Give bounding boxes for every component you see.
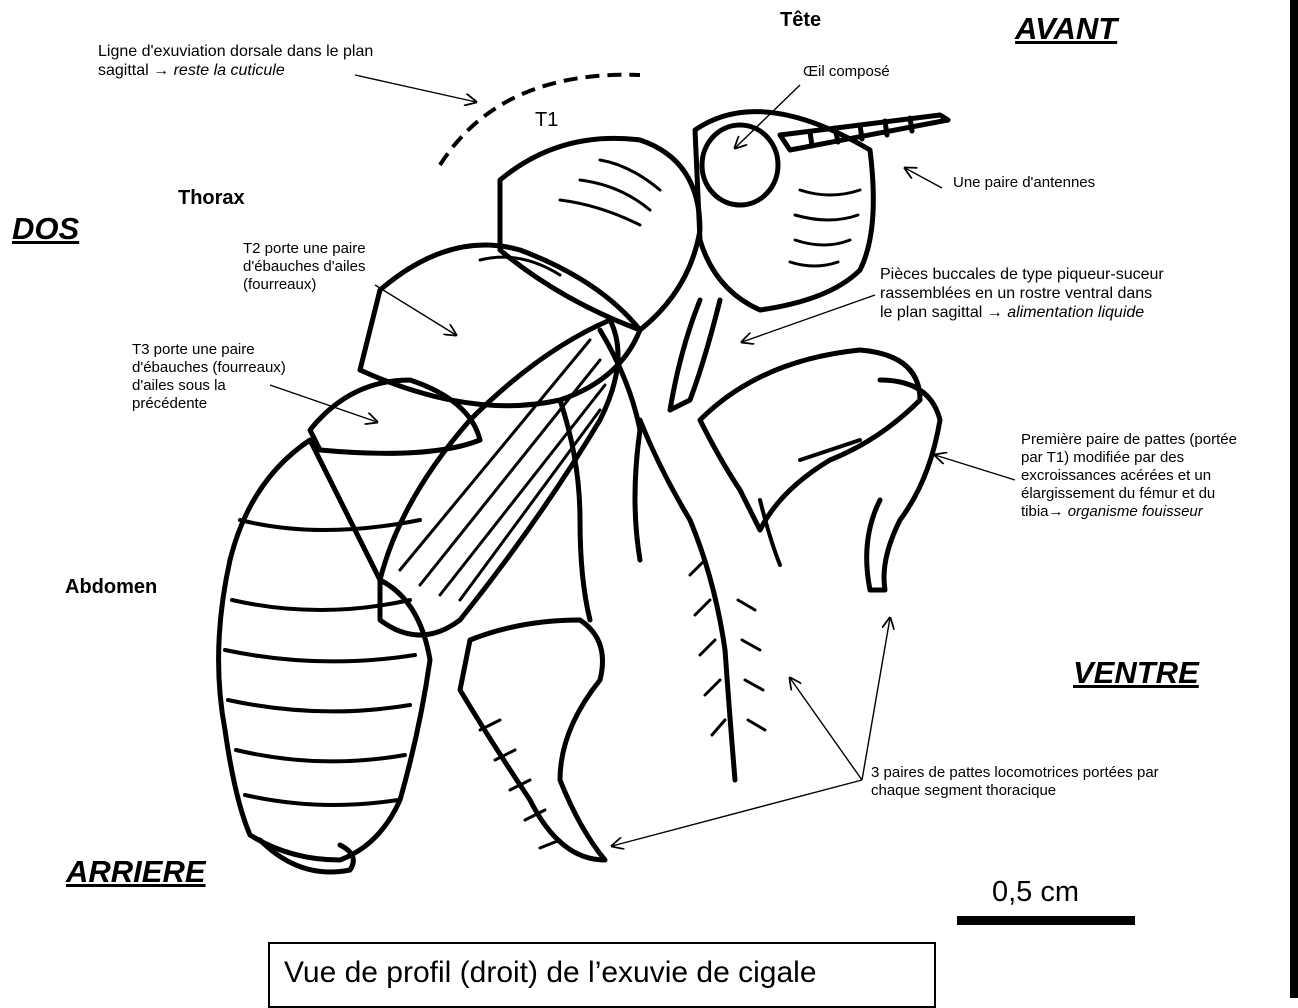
exuviation-line2-prefix: sagittal → <box>98 62 174 79</box>
t3-line4: précédente <box>132 395 286 413</box>
trois-paires-line2: chaque segment thoracique <box>871 782 1159 800</box>
annotation-t3: T3 porte une paire d'ébauches (fourreaux… <box>132 341 286 413</box>
label-thorax: Thorax <box>178 186 245 210</box>
premiere-paire-line2: par T1) modifiée par des <box>1021 449 1237 467</box>
caption-text: Vue de profil (droit) de l’exuvie de cig… <box>284 956 817 990</box>
premiere-paire-line5-prefix: tibia→ <box>1021 503 1068 520</box>
annotation-oeil: Œil composé <box>803 63 890 81</box>
premiere-paire-line5: tibia→ organisme fouisseur <box>1021 503 1237 521</box>
exuviation-line1: Ligne d'exuviation dorsale dans le plan <box>98 42 373 61</box>
pieces-buccales-line3: le plan sagittal → alimentation liquide <box>880 303 1164 322</box>
label-ventre: VENTRE <box>1073 654 1199 691</box>
pieces-buccales-line1: Pièces buccales de type piqueur-suceur <box>880 265 1164 284</box>
t3-line2: d'ébauches (fourreaux) <box>132 359 286 377</box>
annotation-t2: T2 porte une paire d'ébauches d'ailes (f… <box>243 240 366 294</box>
annotation-exuviation: Ligne d'exuviation dorsale dans le plan … <box>98 42 373 80</box>
annotation-pieces-buccales: Pièces buccales de type piqueur-suceur r… <box>880 265 1164 323</box>
scale-bar <box>957 916 1135 925</box>
t2-line1: T2 porte une paire <box>243 240 366 258</box>
exuviation-line2: sagittal → reste la cuticule <box>98 61 373 80</box>
t3-line3: d'ailes sous la <box>132 377 286 395</box>
premiere-paire-line3: excroissances acérées et un <box>1021 467 1237 485</box>
pieces-buccales-line3-prefix: le plan sagittal → <box>880 304 1007 321</box>
annotation-trois-paires: 3 paires de pattes locomotrices portées … <box>871 764 1159 800</box>
hind-leg <box>460 620 605 860</box>
rostrum <box>670 300 720 410</box>
t2-line2: d'ébauches d'ailes <box>243 258 366 276</box>
label-avant: AVANT <box>1015 10 1117 47</box>
premiere-paire-line1: Première paire de pattes (portée <box>1021 431 1237 449</box>
exuviation-line2-italic: reste la cuticule <box>174 62 285 79</box>
pieces-buccales-line2: rassemblées en un rostre ventral dans <box>880 284 1164 303</box>
label-arriere: ARRIERE <box>66 853 206 890</box>
label-abdomen: Abdomen <box>65 575 157 599</box>
compound-eye <box>702 125 778 205</box>
t2-line3: (fourreaux) <box>243 276 366 294</box>
annotation-antennes: Une paire d'antennes <box>953 174 1095 192</box>
premiere-paire-line4: élargissement du fémur et du <box>1021 485 1237 503</box>
pieces-buccales-line3-italic: alimentation liquide <box>1007 304 1144 321</box>
pronotum-t1 <box>500 138 700 330</box>
front-leg-femur <box>700 350 920 530</box>
label-dos: DOS <box>12 210 79 247</box>
trois-paires-line1: 3 paires de pattes locomotrices portées … <box>871 764 1159 782</box>
annotation-premiere-paire: Première paire de pattes (portée par T1)… <box>1021 431 1237 521</box>
front-leg-tibia <box>867 380 940 590</box>
label-t1: T1 <box>535 108 558 132</box>
scale-label: 0,5 cm <box>992 876 1079 909</box>
label-tete: Tête <box>780 8 821 32</box>
premiere-paire-line5-italic: organisme fouisseur <box>1068 503 1203 520</box>
t3-line1: T3 porte une paire <box>132 341 286 359</box>
caption-box: Vue de profil (droit) de l’exuvie de cig… <box>268 942 936 1008</box>
